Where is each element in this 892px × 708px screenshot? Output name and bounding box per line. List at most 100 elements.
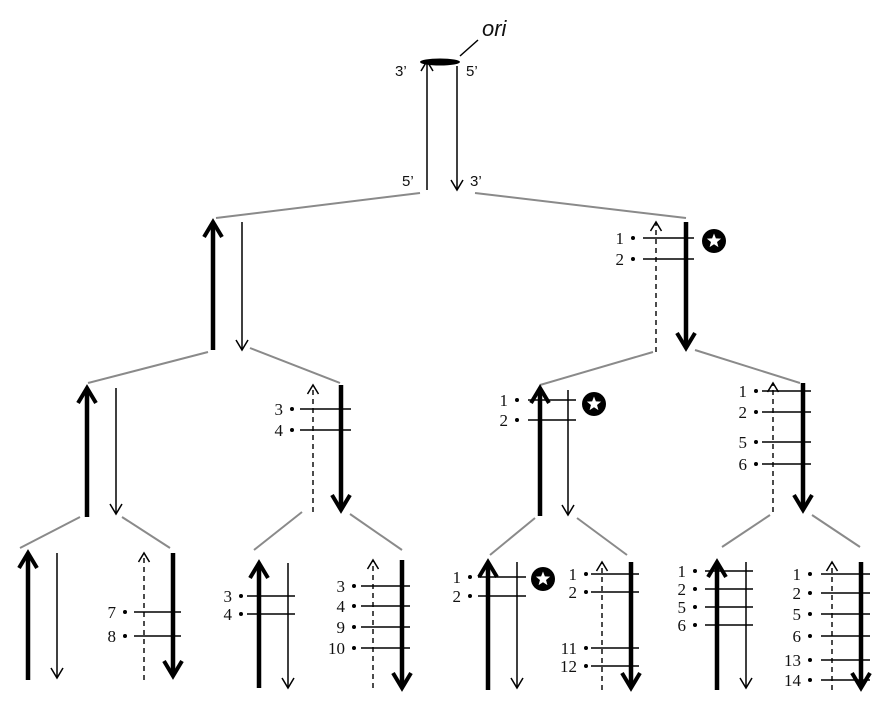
marker-dot: [352, 604, 356, 608]
strand-r2b-a: [766, 381, 780, 512]
marker-label: 13: [784, 651, 801, 670]
strand-l3a-a: [17, 549, 39, 680]
marker-dot: [631, 257, 635, 261]
marker-label: 1: [739, 382, 748, 401]
marker-dot: [352, 625, 356, 629]
strand-l3d-b: [391, 560, 413, 692]
marker-label: 1: [616, 229, 625, 248]
marker-label: 14: [784, 671, 802, 690]
strand-r3d-a: [825, 560, 839, 690]
end-label-bottom-right: 3’: [470, 173, 482, 190]
marker-label: 3: [275, 400, 284, 419]
marker-dot: [123, 610, 127, 614]
marker-dot: [584, 590, 588, 594]
marker-label: 5: [793, 605, 802, 624]
branch-line: [694, 349, 801, 384]
marker-dot: [515, 418, 519, 422]
strand-r2b-b: [792, 383, 814, 514]
strand-l3b-a: [137, 551, 151, 680]
strand-l2b-a: [306, 383, 320, 512]
marker-dot: [808, 634, 812, 638]
star-in-black-circle-icon: [582, 392, 606, 416]
marker-dot: [693, 569, 697, 573]
marker-label: 5: [678, 598, 687, 617]
marker-label: 1: [453, 568, 462, 587]
marker-label: 11: [561, 639, 577, 658]
strand-r1-a: [649, 220, 663, 352]
marker-label: 12: [560, 657, 577, 676]
strand-l3c-a: [248, 559, 270, 688]
strand-l1-b: [235, 222, 249, 352]
marker-dot: [631, 236, 635, 240]
marker-label: 2: [739, 403, 748, 422]
end-label-bottom-left: 5’: [402, 173, 414, 190]
strand-l3d-a: [366, 558, 380, 688]
marker-dot: [808, 591, 812, 595]
branch-line: [215, 192, 421, 219]
branch-line: [249, 347, 341, 384]
end-label-top-right: 5’: [466, 63, 478, 80]
strand-l3c-b: [281, 563, 295, 690]
origin-label: ori: [482, 16, 508, 41]
strand-r3b-b: [620, 562, 642, 692]
marker-dot: [352, 646, 356, 650]
marker-label: 4: [224, 605, 233, 624]
branch-line: [474, 192, 687, 219]
marker-label: 2: [616, 250, 625, 269]
origin-group: ori 3’ 5’ 5’ 3’: [395, 16, 508, 190]
strand-l3b-b: [162, 553, 184, 680]
branch-line: [489, 517, 536, 556]
marker-dot: [352, 584, 356, 588]
branch-lines: [19, 192, 861, 556]
marker-dot: [754, 389, 758, 393]
marker-label: 4: [275, 421, 284, 440]
strand-l2a-b: [109, 388, 123, 516]
branch-line: [19, 516, 81, 549]
marker-dot: [239, 612, 243, 616]
strand-r3b-a: [595, 560, 609, 690]
branch-line: [721, 514, 771, 548]
marker-dot: [584, 572, 588, 576]
marker-label: 1: [678, 562, 687, 581]
marker-dot: [693, 605, 697, 609]
marker-label: 9: [337, 618, 346, 637]
origin-pointer-line: [459, 39, 479, 57]
marker-label: 2: [793, 584, 802, 603]
marker-label: 6: [678, 616, 687, 635]
marker-dot: [468, 594, 472, 598]
strand-r3a-a: [477, 558, 499, 690]
branch-line: [811, 514, 861, 548]
origin-ellipse: [420, 58, 460, 66]
marker-dot: [754, 440, 758, 444]
marker-label: 2: [453, 587, 462, 606]
marker-label: 7: [108, 603, 117, 622]
strand-r3c-a: [706, 558, 728, 690]
marker-label: 1: [569, 565, 578, 584]
marker-dot: [239, 594, 243, 598]
marker-dot: [584, 664, 588, 668]
marker-label: 3: [224, 587, 233, 606]
marker-label: 4: [337, 597, 346, 616]
branch-line: [349, 513, 403, 551]
strand-r3a-b: [510, 562, 524, 690]
strand-origin-left: [420, 59, 434, 190]
strand-origin-right: [450, 66, 464, 192]
strand-r3d-b: [850, 562, 872, 692]
marker-label: 3: [337, 577, 346, 596]
marker-dot: [468, 575, 472, 579]
marker-dot: [515, 398, 519, 402]
star-in-black-circle-icon: [702, 229, 726, 253]
marker-label: 2: [500, 411, 509, 430]
marker-dot: [754, 462, 758, 466]
strand-l1-a: [202, 218, 224, 350]
marker-dot: [584, 646, 588, 650]
strands-group: [17, 59, 872, 692]
strand-l2a-a: [76, 384, 98, 517]
marker-label: 2: [569, 583, 578, 602]
strand-r2a-b: [561, 390, 575, 517]
marker-label: 10: [328, 639, 345, 658]
marker-dot: [808, 678, 812, 682]
strand-r2a-a: [529, 384, 551, 516]
branch-line: [87, 351, 209, 384]
